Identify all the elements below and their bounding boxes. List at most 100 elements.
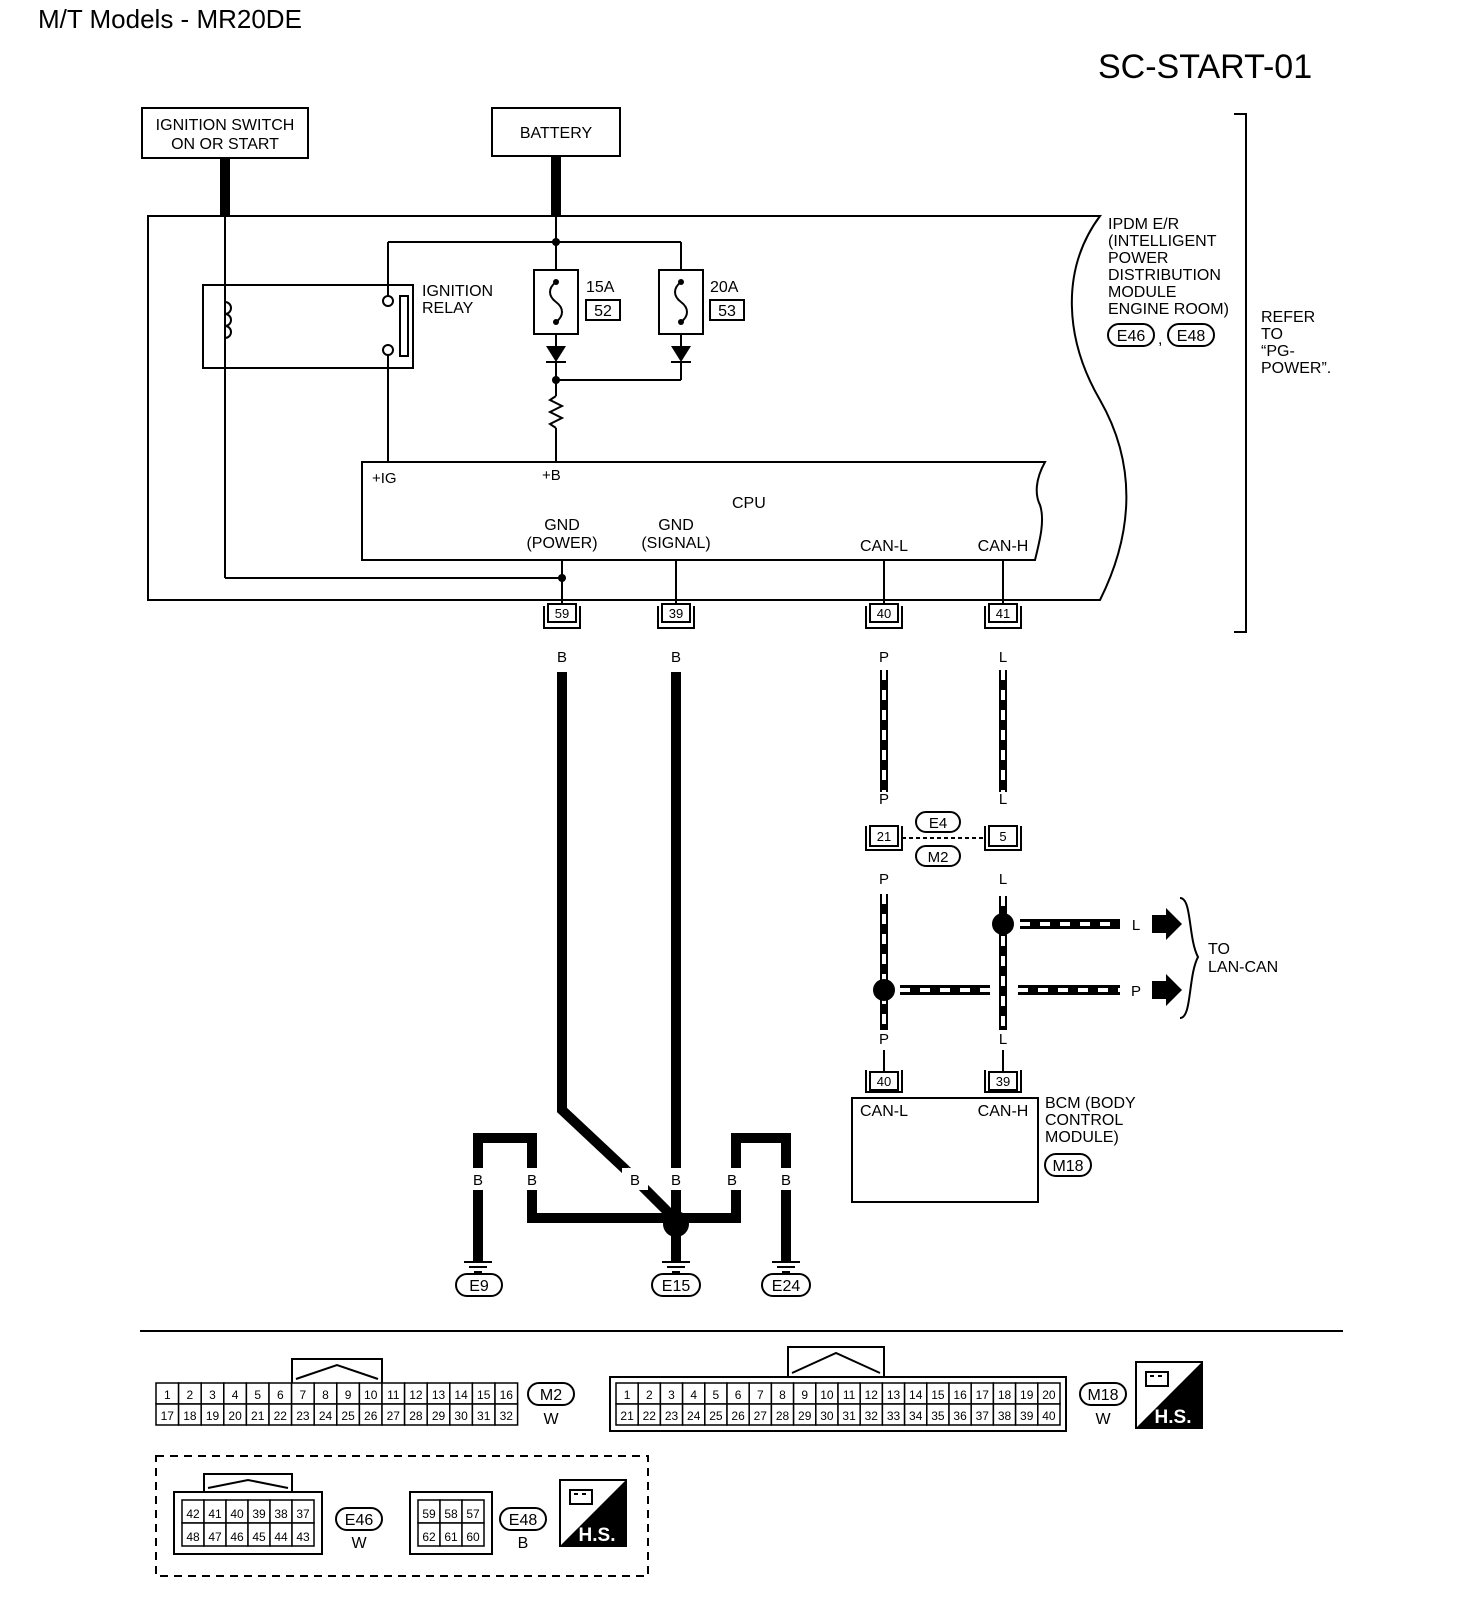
refer-line-4: POWER”. xyxy=(1261,360,1331,377)
wire-color-l-1: L xyxy=(999,649,1007,666)
cpu-b-label: +B xyxy=(542,467,561,484)
svg-text:59: 59 xyxy=(555,606,569,621)
diode-1-icon xyxy=(546,346,566,362)
cavity-number: 5 xyxy=(713,1388,720,1402)
hs-label-2: H.S. xyxy=(579,1525,616,1546)
diagram-code: SC-START-01 xyxy=(1098,48,1312,86)
pin-39: 39 xyxy=(657,603,695,629)
cavity-number: 37 xyxy=(976,1409,990,1423)
wire-color-b-1: B xyxy=(557,649,567,666)
cavity-number: 45 xyxy=(252,1530,266,1544)
cavity-number: 19 xyxy=(1020,1388,1034,1402)
ipdm-connector-1: E46 xyxy=(1117,328,1146,345)
e48-color: B xyxy=(518,1535,529,1552)
m2-color: W xyxy=(543,1411,559,1428)
cavity-number: 22 xyxy=(643,1409,657,1423)
ipdm-name-4: DISTRIBUTION xyxy=(1108,267,1221,284)
cavity-number: 13 xyxy=(432,1388,446,1402)
connector-icon xyxy=(1145,1371,1169,1387)
fuse-15a: 15A 52 xyxy=(533,269,621,335)
gnd-signal-label-1: GND xyxy=(658,517,694,534)
wire-color-p-3: P xyxy=(879,871,889,888)
cavity-number: 2 xyxy=(646,1388,653,1402)
cavity-number: 6 xyxy=(277,1388,284,1402)
lan-can-brace xyxy=(1179,897,1200,1019)
cavity-number: 36 xyxy=(953,1409,967,1423)
cavity-number: 19 xyxy=(206,1409,220,1423)
svg-text:39: 39 xyxy=(996,1074,1010,1089)
ipdm-name-5: MODULE xyxy=(1108,284,1176,301)
refer-line-2: TO xyxy=(1261,326,1283,343)
cavity-number: 24 xyxy=(319,1409,333,1423)
ground-network: B B B B B B xyxy=(464,1133,798,1262)
bcm-name-1: BCM (BODY xyxy=(1045,1095,1136,1112)
wire-color-p-2: P xyxy=(879,791,889,808)
bcm-connector: M18 xyxy=(1052,1158,1083,1175)
pin-40: 40 xyxy=(865,603,903,629)
refer-line-1: REFER xyxy=(1261,309,1315,326)
svg-text:B: B xyxy=(727,1172,737,1189)
cavity-number: 35 xyxy=(931,1409,945,1423)
gnd-signal-label-2: (SIGNAL) xyxy=(641,535,710,552)
cavity-number: 24 xyxy=(687,1409,701,1423)
diode-2-icon xyxy=(671,346,691,362)
cavity-number: 7 xyxy=(300,1388,307,1402)
cavity-number: 11 xyxy=(843,1388,856,1402)
svg-text:B: B xyxy=(781,1172,791,1189)
lan-can-line-1: TO xyxy=(1208,941,1230,958)
ignition-switch-source: IGNITION SWITCH ON OR START xyxy=(141,107,309,159)
battery-source: BATTERY xyxy=(491,107,621,157)
cavity-number: 9 xyxy=(345,1388,352,1402)
cavity-number: 40 xyxy=(1042,1409,1056,1423)
cavity-number: 26 xyxy=(364,1409,378,1423)
cavity-number: 44 xyxy=(274,1530,288,1544)
bcm-can-h-label: CAN-H xyxy=(978,1103,1029,1120)
svg-text:B: B xyxy=(630,1172,640,1189)
cavity-number: 29 xyxy=(432,1409,446,1423)
branch-l: L xyxy=(1020,908,1182,940)
ground-e24-label: E24 xyxy=(772,1278,801,1295)
ignition-switch-label-1: IGNITION SWITCH xyxy=(156,117,295,134)
cavity-number: 17 xyxy=(161,1409,175,1423)
connector-cavity xyxy=(494,1403,519,1426)
arrow-right-icon xyxy=(1152,908,1182,940)
cavity-number: 28 xyxy=(776,1409,790,1423)
cpu-ig-label: +IG xyxy=(372,470,397,487)
cavity-number: 12 xyxy=(865,1388,879,1402)
e46-id: E46 xyxy=(345,1512,374,1529)
cavity-number: 7 xyxy=(757,1388,764,1402)
cpu-can-l-label: CAN-L xyxy=(860,538,908,555)
page-title: M/T Models - MR20DE xyxy=(38,4,302,34)
pin-59: 59 xyxy=(543,603,581,629)
cavity-number: 47 xyxy=(208,1530,222,1544)
cavity-number: 23 xyxy=(665,1409,679,1423)
relay-label-2: RELAY xyxy=(422,300,474,317)
cavity-number: 3 xyxy=(209,1388,216,1402)
connector-cavity xyxy=(461,1522,485,1547)
cavity-number: 32 xyxy=(500,1409,514,1423)
cavity-number: 33 xyxy=(887,1409,901,1423)
cavity-number: 4 xyxy=(232,1388,239,1402)
branch-p: P xyxy=(900,974,1182,1006)
cavity-number: 42 xyxy=(186,1507,200,1521)
ipdm-name-6: ENGINE ROOM) xyxy=(1108,301,1229,318)
cavity-number: 2 xyxy=(187,1388,194,1402)
e48-id: E48 xyxy=(509,1512,538,1529)
cavity-number: 10 xyxy=(364,1388,378,1402)
gnd-power-wire xyxy=(557,672,630,1174)
hs-badge-1: H.S. xyxy=(1135,1361,1203,1429)
svg-text:B: B xyxy=(527,1172,537,1189)
inline-connector-top: E4 xyxy=(929,815,947,832)
inline-connector-e4-m2: 21 5 E4 M2 xyxy=(865,811,1022,867)
cavity-number: 20 xyxy=(1042,1388,1056,1402)
cavity-number: 4 xyxy=(690,1388,697,1402)
gnd-power-label-2: (POWER) xyxy=(526,535,597,552)
bcm-can-l-label: CAN-L xyxy=(860,1103,908,1120)
cavity-number: 39 xyxy=(1020,1409,1034,1423)
cavity-number: 16 xyxy=(953,1388,967,1402)
cavity-number: 37 xyxy=(296,1507,310,1521)
